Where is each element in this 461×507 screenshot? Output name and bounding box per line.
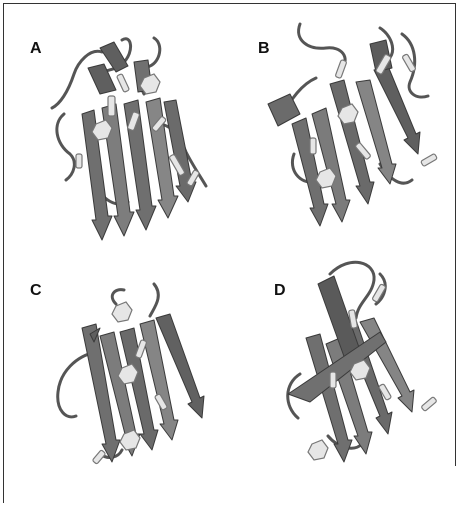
panel-c: C bbox=[4, 244, 230, 466]
protein-structure-c bbox=[4, 244, 230, 466]
protein-structure-a bbox=[4, 4, 230, 244]
figure-frame: A bbox=[3, 3, 456, 503]
panel-a: A bbox=[4, 4, 230, 244]
panel-d: D bbox=[230, 244, 456, 466]
protein-structure-d bbox=[230, 244, 456, 466]
panel-b: B bbox=[230, 4, 456, 244]
bottom-margin bbox=[4, 466, 457, 506]
protein-structure-b bbox=[230, 4, 456, 244]
